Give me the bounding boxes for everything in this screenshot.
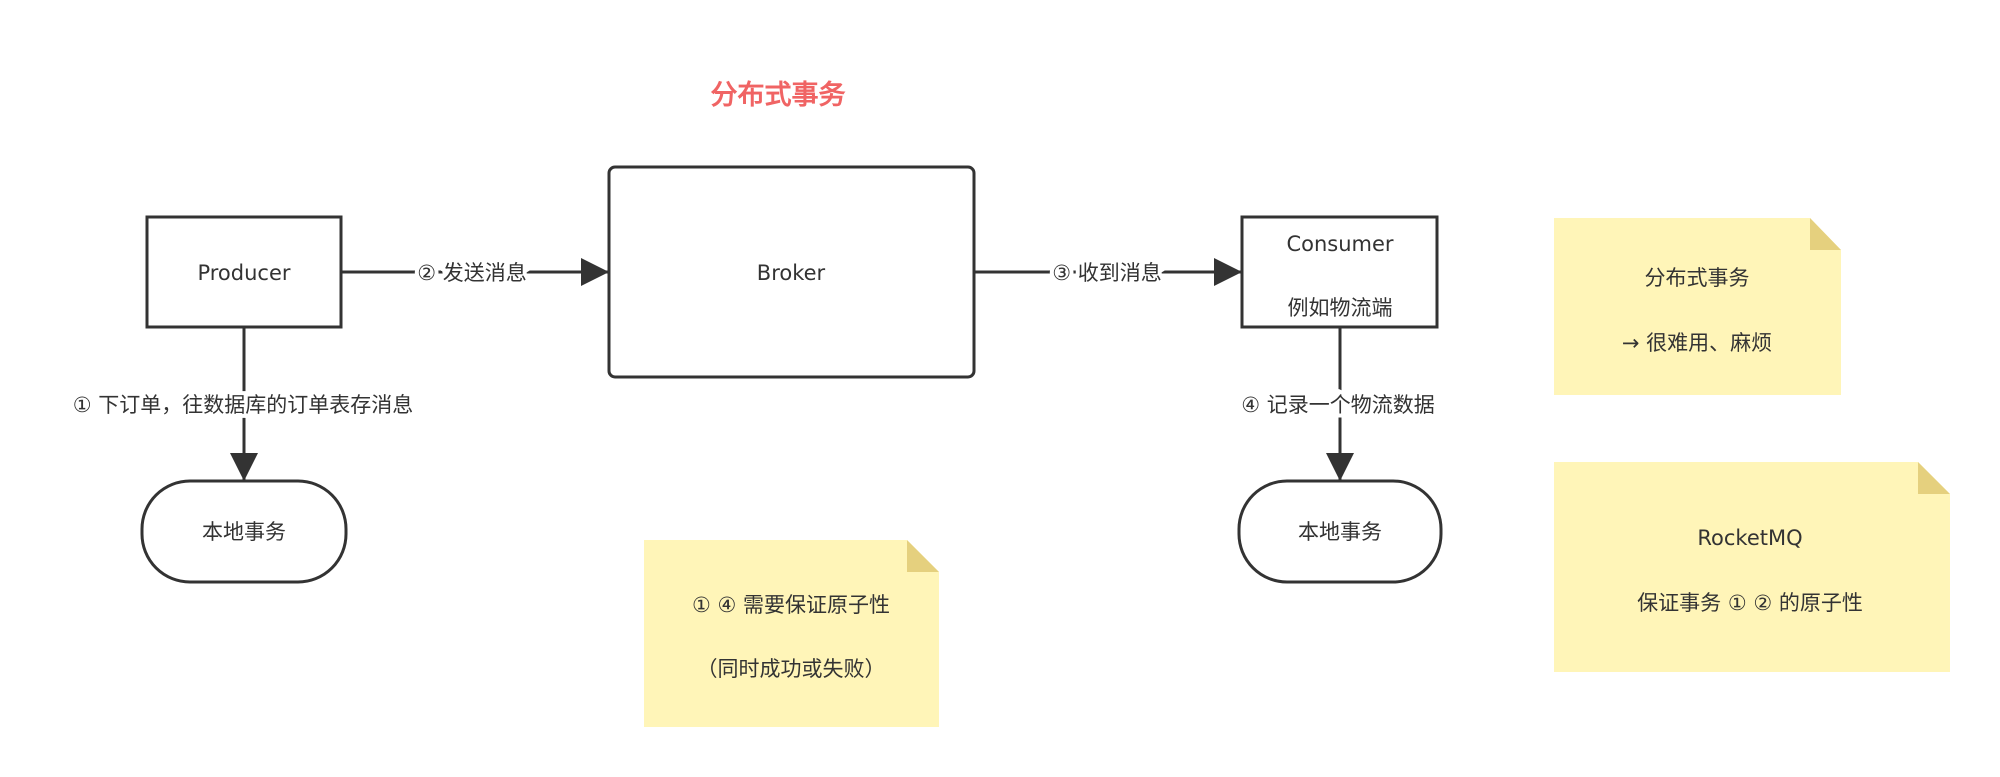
note-fold-icon — [907, 540, 939, 572]
note-rocketmq-line1: RocketMQ — [1697, 526, 1802, 550]
local-transaction-left[interactable]: 本地事务 — [140, 479, 348, 584]
local-transaction-right-label: 本地事务 — [1298, 520, 1382, 544]
broker-node[interactable]: Broker — [607, 165, 976, 379]
note-distributed-line1: 分布式事务 — [1645, 266, 1750, 290]
edge-order-label: ① 下订单，往数据库的订单表存消息 — [73, 393, 414, 417]
note-atomicity-line1: ① ④ 需要保证原子性 — [692, 593, 890, 617]
edge-receive-label: ③ 收到消息 — [1052, 261, 1162, 285]
edge-receive: ③ 收到消息 — [974, 257, 1242, 289]
note-atomicity[interactable]: ① ④ 需要保证原子性 （同时成功或失败） — [644, 540, 939, 727]
consumer-node[interactable]: Consumer 例如物流端 — [1240, 215, 1439, 329]
broker-label: Broker — [757, 261, 826, 285]
producer-label: Producer — [197, 261, 290, 285]
diagram-title: 分布式事务 — [711, 80, 846, 111]
consumer-label: Consumer — [1286, 232, 1393, 256]
note-fold-icon — [1810, 218, 1841, 250]
consumer-sublabel: 例如物流端 — [1288, 296, 1393, 320]
edge-send: ② 发送消息 — [341, 257, 609, 289]
note-fold-icon — [1918, 462, 1950, 494]
local-transaction-left-label: 本地事务 — [202, 520, 286, 544]
edge-order: ① 下订单，往数据库的订单表存消息 — [69, 327, 417, 481]
note-rocketmq[interactable]: RocketMQ 保证事务 ① ② 的原子性 — [1554, 462, 1950, 672]
producer-node[interactable]: Producer — [145, 215, 343, 329]
note-rocketmq-line2: 保证事务 ① ② 的原子性 — [1637, 591, 1863, 615]
edge-record-label: ④ 记录一个物流数据 — [1241, 393, 1435, 417]
edge-send-label: ② 发送消息 — [417, 261, 527, 285]
edge-record: ④ 记录一个物流数据 — [1237, 327, 1439, 481]
note-atomicity-line2: （同时成功或失败） — [697, 657, 886, 681]
note-distributed-transaction[interactable]: 分布式事务 → 很难用、麻烦 — [1554, 218, 1841, 395]
note-distributed-line2: → 很难用、麻烦 — [1622, 331, 1772, 355]
local-transaction-right[interactable]: 本地事务 — [1237, 479, 1443, 584]
